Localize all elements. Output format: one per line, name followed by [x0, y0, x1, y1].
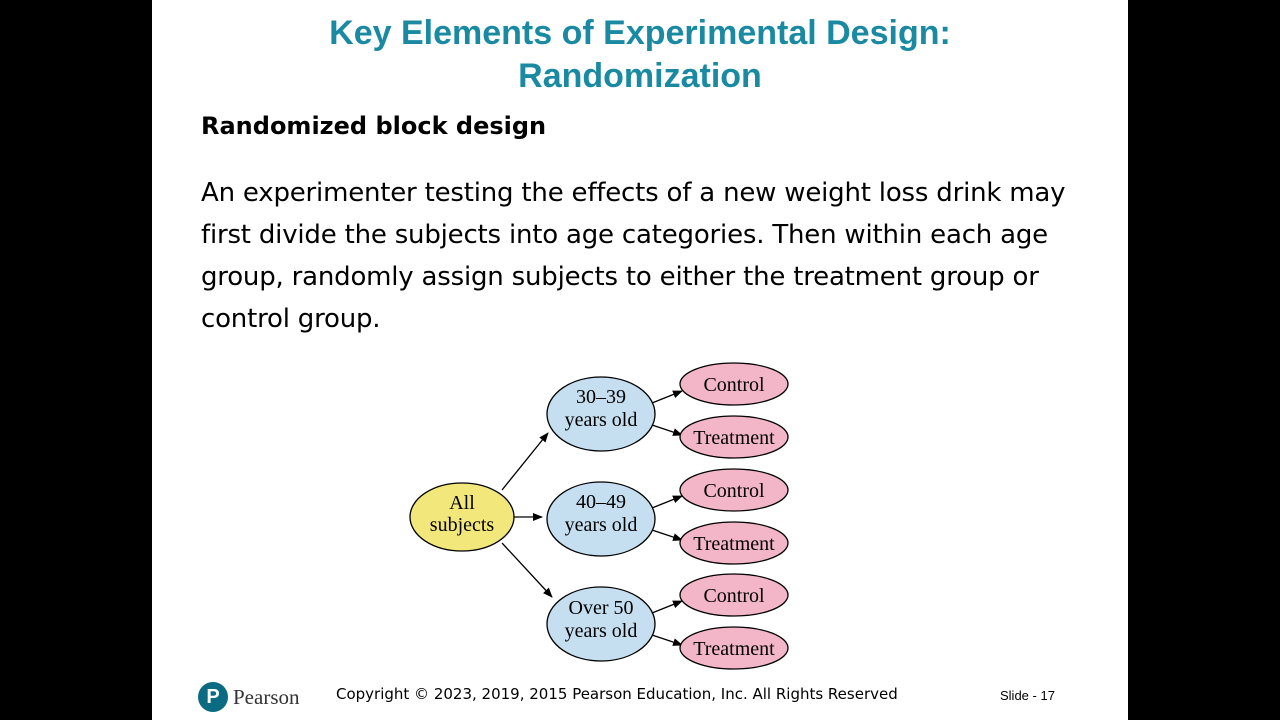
- treatment-node-label: Treatment: [693, 638, 775, 660]
- arrow-root-to-group-3: [501, 542, 553, 598]
- slide-title: Key Elements of Experimental Design: Ran…: [152, 12, 1128, 98]
- control-node-group-2: Control: [679, 468, 789, 512]
- copyright-notice: Copyright © 2023, 2019, 2015 Pearson Edu…: [336, 685, 898, 703]
- pearson-wordmark: Pearson: [233, 684, 300, 709]
- slide-number: Slide - 17: [1000, 688, 1055, 703]
- block-design-diagram: All subjects 30–39 years old 40–49 years…: [409, 362, 789, 670]
- group-node-30-39: 30–39 years old: [546, 376, 656, 452]
- arrow-group-3-to-treatment: [651, 634, 683, 646]
- slide-body-text: An experimenter testing the effects of a…: [201, 178, 1066, 334]
- group-node-shape: [546, 376, 656, 452]
- control-node-label: Control: [703, 374, 765, 396]
- group-node-label-line-1: 30–39: [576, 386, 626, 408]
- title-line-2: Randomization: [518, 57, 762, 95]
- control-node-group-1: Control: [679, 362, 789, 406]
- group-node-40-49: 40–49 years old: [546, 481, 656, 557]
- arrow-group-1-to-control: [651, 390, 683, 404]
- treatment-node-label: Treatment: [693, 533, 775, 555]
- group-node-shape: [546, 586, 656, 662]
- treatment-node-group-3: Treatment: [679, 626, 789, 670]
- pearson-logo: P Pearson: [198, 681, 300, 713]
- root-node-label-line-1: All: [449, 492, 475, 514]
- group-node-label-line-1: Over 50: [569, 597, 634, 619]
- control-node-shape: [679, 573, 789, 617]
- pearson-p-icon: P: [198, 682, 228, 712]
- group-node-label-line-1: 40–49: [576, 491, 626, 513]
- arrow-root-to-group-1: [501, 432, 549, 491]
- treatment-node-shape: [679, 521, 789, 565]
- control-node-label: Control: [703, 585, 765, 607]
- arrow-group-1-to-treatment: [651, 424, 683, 436]
- group-node-label-line-2: years old: [565, 514, 638, 536]
- slide-subtitle: Randomized block design: [201, 112, 547, 140]
- arrow-group-3-to-control: [651, 600, 683, 614]
- treatment-node-group-1: Treatment: [679, 415, 789, 459]
- root-node: All subjects: [409, 482, 515, 552]
- treatment-node-shape: [679, 415, 789, 459]
- root-node-shape: [409, 482, 515, 552]
- group-node-over-50: Over 50 years old: [546, 586, 656, 662]
- control-node-shape: [679, 468, 789, 512]
- control-node-label: Control: [703, 480, 765, 502]
- arrow-group-2-to-treatment: [651, 529, 683, 541]
- control-node-shape: [679, 362, 789, 406]
- group-node-label-line-2: years old: [565, 620, 638, 642]
- control-node-group-3: Control: [679, 573, 789, 617]
- arrow-group-2-to-control: [651, 495, 683, 509]
- treatment-node-label: Treatment: [693, 427, 775, 449]
- group-node-shape: [546, 481, 656, 557]
- slide: Key Elements of Experimental Design: Ran…: [152, 0, 1128, 720]
- title-line-1: Key Elements of Experimental Design:: [329, 14, 951, 52]
- group-node-label-line-2: years old: [565, 409, 638, 431]
- treatment-node-shape: [679, 626, 789, 670]
- root-node-label-line-2: subjects: [430, 514, 495, 536]
- treatment-node-group-2: Treatment: [679, 521, 789, 565]
